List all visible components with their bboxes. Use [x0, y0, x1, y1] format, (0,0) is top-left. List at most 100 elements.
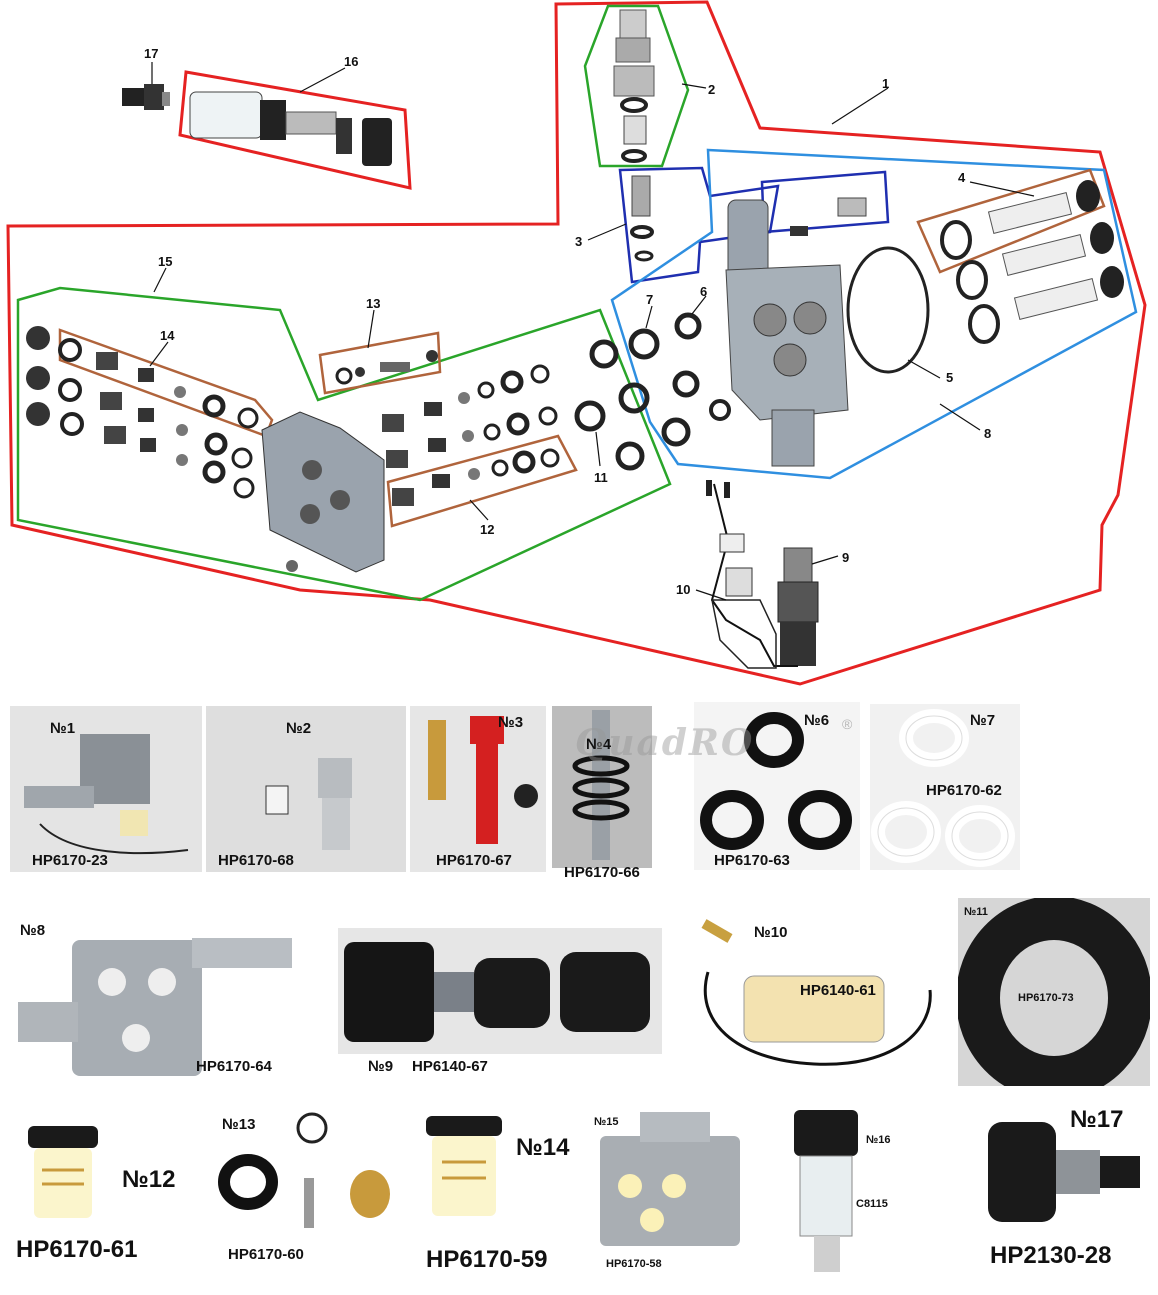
part-code: HP6170-73 [1018, 992, 1074, 1004]
part-15-valve-head [261, 411, 385, 573]
plunger-photo [344, 942, 650, 1042]
photo-part-17 [978, 1110, 1148, 1238]
callout-8: 8 [984, 426, 991, 441]
part-code: HP6170-67 [436, 852, 512, 869]
callout-4: 4 [958, 170, 966, 185]
callout-6: 6 [700, 284, 707, 299]
outline-group-8 [610, 148, 1138, 480]
part-10-switch [706, 480, 798, 669]
photo-number: №8 [20, 922, 46, 939]
check-valve-photo [28, 1126, 98, 1218]
photo-part-3: №3 HP6170-67 [410, 706, 546, 872]
callout-17: 17 [144, 46, 158, 61]
photo-number: №3 [498, 714, 524, 731]
photo-part-9 [338, 928, 662, 1054]
photo-number: №10 [754, 924, 788, 941]
callout-10: 10 [676, 582, 690, 597]
photo-part-4: №4 [552, 706, 652, 868]
part-17-coupling [122, 84, 170, 110]
seals-photo [700, 712, 852, 850]
callout-14: 14 [160, 328, 175, 343]
part-12-checkvalves [382, 364, 560, 506]
exploded-diagram: 1 2 3 4 5 6 7 8 9 10 11 12 13 14 15 16 1… [6, 0, 1147, 686]
coupling-photo [988, 1122, 1140, 1222]
callout-5: 5 [946, 370, 953, 385]
outline-group-13 [318, 331, 442, 395]
photo-number: №7 [970, 712, 996, 729]
photo-number: №6 [804, 712, 830, 729]
part-5-oring [846, 246, 930, 374]
registered-mark: ® [842, 716, 853, 732]
outline-assembly-1 [6, 0, 1147, 686]
photo-number: №16 [866, 1134, 891, 1146]
callout-15: 15 [158, 254, 172, 269]
callout-13: 13 [366, 296, 380, 311]
outline-group-12 [386, 434, 578, 528]
photo-number-17: №17 [1070, 1106, 1124, 1133]
part-9-piston [777, 547, 819, 666]
part-2-adapter [613, 9, 655, 163]
part-code: HP6170-23 [32, 852, 108, 869]
photo-number: №2 [286, 720, 312, 737]
part-code-14: HP6170-59 [426, 1246, 548, 1273]
part-code: C8115 [856, 1198, 888, 1210]
outline-group-2 [583, 4, 690, 168]
photo-part-10: №10 HP6140-61 [694, 910, 940, 1078]
photo-number-14: №14 [516, 1134, 570, 1161]
callout-1: 1 [882, 76, 889, 91]
part-6-7-11-seals [574, 312, 731, 471]
part-4-pistons [940, 180, 1124, 344]
callout-3: 3 [575, 234, 582, 249]
valve-kit-photo [218, 1112, 390, 1228]
filter-photo [794, 1110, 858, 1272]
part-code: HP6170-58 [606, 1258, 662, 1270]
photo-part-2: №2 HP6170-68 [206, 706, 406, 872]
photo-number: №4 [586, 736, 612, 753]
callout-12: 12 [480, 522, 494, 537]
valve-photo [428, 716, 538, 844]
valve-head-photo [600, 1112, 740, 1246]
callout-7: 7 [646, 292, 653, 307]
adapter-photo [265, 758, 352, 850]
photo-part-11: №11 HP6170-73 [958, 898, 1150, 1086]
part-code: HP6140-61 [800, 982, 876, 999]
switch-photo [701, 919, 932, 1066]
outline-group-4 [916, 168, 1106, 274]
leader-lines [149, 62, 1035, 601]
part-code-4: HP6170-66 [564, 864, 640, 881]
part-code: HP6170-62 [926, 782, 1002, 799]
part-code-17: HP2130-28 [990, 1242, 1112, 1269]
watermark: QuadRO [575, 722, 755, 764]
part-code-12: HP6170-61 [16, 1236, 138, 1263]
photo-number: №1 [50, 720, 76, 737]
pump-body-photo [18, 938, 292, 1076]
photo-part-13: №13 HP6170-60 [212, 1108, 402, 1268]
part-code: HP6170-68 [218, 852, 294, 869]
part-8-pump-body [725, 199, 849, 467]
photo-part-1: №1 HP6170-23 [10, 706, 202, 872]
callout-16: 16 [344, 54, 358, 69]
photo-number-12: №12 [122, 1166, 176, 1193]
callout-2: 2 [708, 82, 715, 97]
part-13-valve-kit [335, 350, 438, 385]
part-code-9: HP6140-67 [412, 1058, 488, 1075]
part-code: HP6170-63 [714, 852, 790, 869]
callout-9: 9 [842, 550, 849, 565]
photo-part-7: №7 HP6170-62 [870, 704, 1020, 870]
piston-photo [572, 710, 630, 860]
white-seals-photo [871, 709, 1015, 867]
photo-number: №13 [222, 1116, 256, 1133]
oil-seal-photo [958, 898, 1150, 1086]
photo-part-6: №6 HP6170-63 [694, 702, 860, 870]
part-3-valve [630, 175, 867, 262]
outline-group-15 [16, 286, 672, 602]
part-code: HP6170-60 [228, 1246, 304, 1263]
part-code: HP6170-64 [196, 1058, 272, 1075]
photo-part-16: №16 C8115 [784, 1106, 896, 1276]
part-16-filter [189, 91, 392, 166]
check-valve-photo-2 [426, 1116, 502, 1216]
photo-number-9: №9 [368, 1058, 394, 1075]
photo-part-12 [8, 1108, 120, 1232]
photo-part-8: №8 HP6170-64 [12, 910, 300, 1086]
callout-labels: 1 2 3 4 5 6 7 8 9 10 11 12 13 14 15 16 1… [144, 46, 991, 597]
